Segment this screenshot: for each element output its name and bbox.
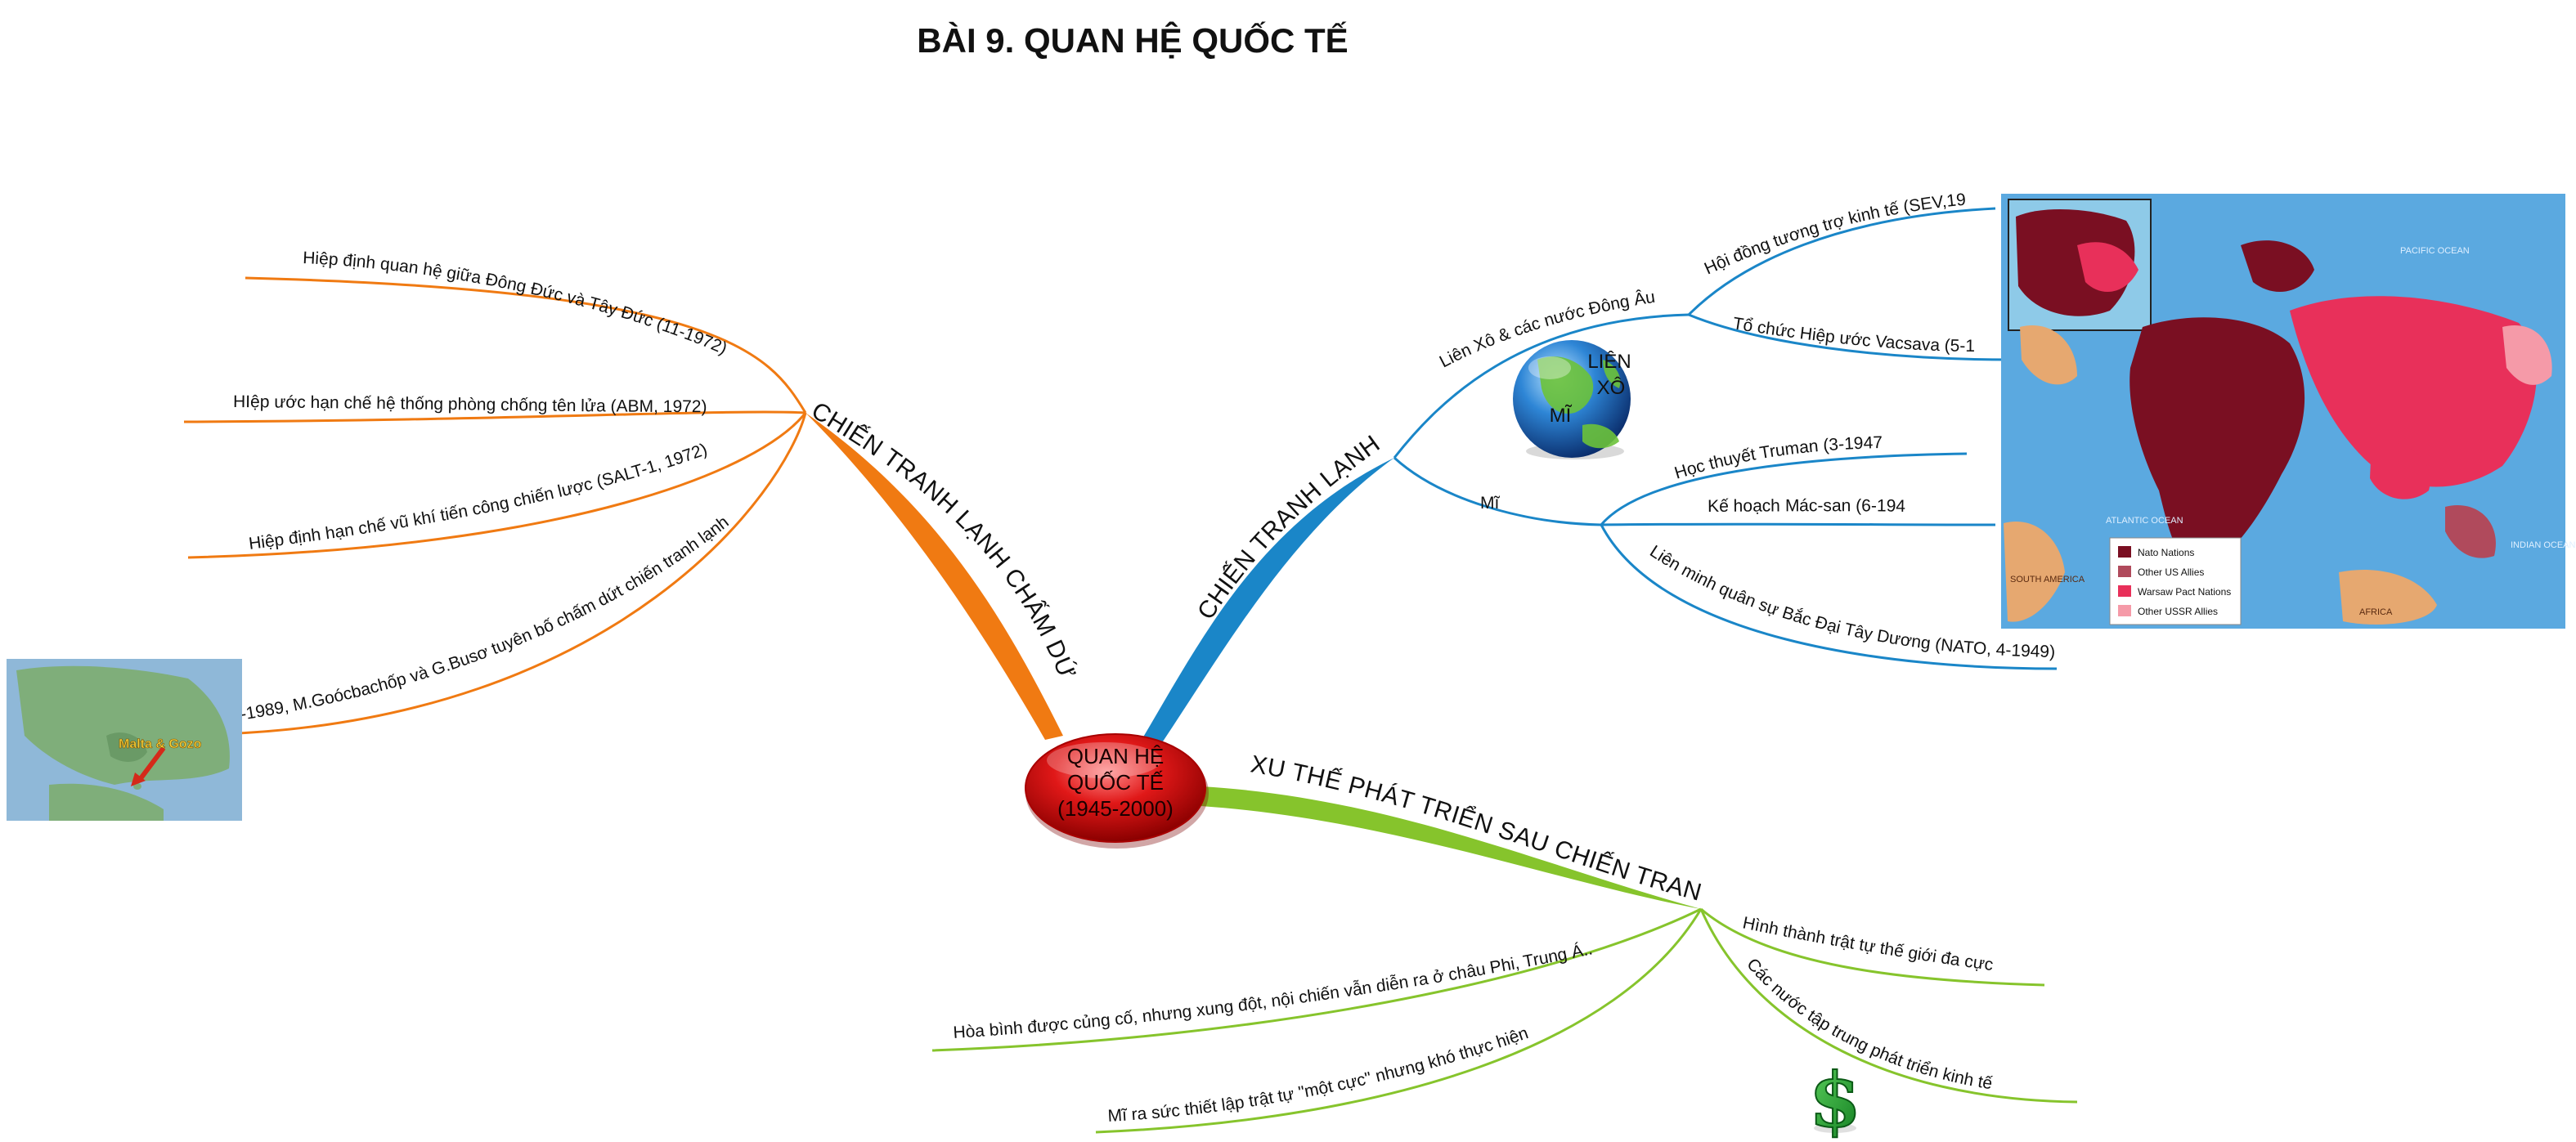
- leaf-usa-3: Liên minh quân sự Bắc Đại Tây Dương (NAT…: [1646, 542, 2055, 661]
- dollar-glyph: $: [1809, 1056, 1861, 1142]
- europe-map-image: Malta & Gozo: [7, 659, 242, 821]
- leaf-trend-3: Hòa bình được củng cố, nhưng xung đột, n…: [953, 939, 1595, 1042]
- legend-label-4: Other USSR Allies: [2138, 606, 2218, 617]
- leaf-trend-1: Hình thành trật tự thế giới đa cực: [1741, 913, 1995, 974]
- branch-end-cold-war: [183, 276, 1063, 740]
- center-line-3: (1945-2000): [1057, 796, 1174, 821]
- dollar-icon: $: [1808, 1055, 1862, 1142]
- legend-swatch-4: [2118, 605, 2131, 616]
- legend-swatch-2: [2118, 566, 2131, 577]
- map-label-africa: AFRICA: [2359, 607, 2393, 617]
- map-label-indian: INDIAN OCEAN: [2511, 540, 2576, 550]
- map-label-pacific: PACIFIC OCEAN: [2400, 246, 2470, 256]
- globe-label-mi: MĨ: [1550, 405, 1573, 427]
- world-map-image: PACIFIC OCEAN ATLANTIC OCEAN INDIAN OCEA…: [2001, 194, 2576, 629]
- europe-map-label: Malta & Gozo: [119, 737, 202, 751]
- branch-cold-war: [1142, 207, 2058, 744]
- legend-label-3: Warsaw Pact Nations: [2138, 586, 2231, 598]
- map-legend: Nato Nations Other US Allies Warsaw Pact…: [2109, 537, 2242, 625]
- branch-label-cold-war: CHIẾN TRANH LẠNH: [1192, 430, 1385, 625]
- center-line-2: QUỐC TẾ: [1067, 770, 1164, 795]
- globe-icon: LIÊN XÔ MĨ: [1513, 340, 1631, 459]
- center-line-1: QUAN HỆ: [1067, 744, 1164, 768]
- legend-swatch-1: [2118, 546, 2131, 558]
- legend-label-1: Nato Nations: [2138, 547, 2194, 558]
- leaf-end-2: HIệp ước hạn chế hệ thống phòng chống tê…: [233, 392, 707, 416]
- branch-label-end-cold-war: CHIẾN TRANH LẠNH CHẤM DỨT: [0, 0, 1081, 683]
- leaf-usa-2: Kế hoạch Mác-san (6-19470: [0, 0, 1906, 516]
- leaf-end-3: Hiệp định hạn chế vũ khí tiến công chiến…: [248, 440, 710, 553]
- globe-label-xo: XÔ: [1597, 376, 1626, 399]
- map-label-south-america: SOUTH AMERICA: [2010, 575, 2085, 584]
- leaf-end-1: Hiệp định quan hệ giữa Đông Đức và Tây Đ…: [303, 249, 730, 358]
- map-label-atlantic: ATLANTIC OCEAN: [2106, 516, 2183, 526]
- legend-swatch-3: [2118, 585, 2131, 597]
- legend-label-2: Other US Allies: [2138, 567, 2204, 578]
- leaf-trend-4: Mĩ ra sức thiết lập trật tự "một cực" nh…: [1107, 1023, 1531, 1126]
- usa-branch-label: Mĩ: [1480, 494, 1500, 513]
- center-node: QUAN HỆ QUỐC TẾ (1945-2000): [1025, 733, 1209, 849]
- leaf-trend-2: Các nước tập trung phát triển kinh tế: [1743, 955, 1994, 1093]
- globe-label-lien: LIÊN: [1587, 351, 1631, 373]
- branch-trends: [931, 786, 2078, 1134]
- page-title: BÀI 9. QUAN HỆ QUỐC TẾ: [917, 20, 1348, 60]
